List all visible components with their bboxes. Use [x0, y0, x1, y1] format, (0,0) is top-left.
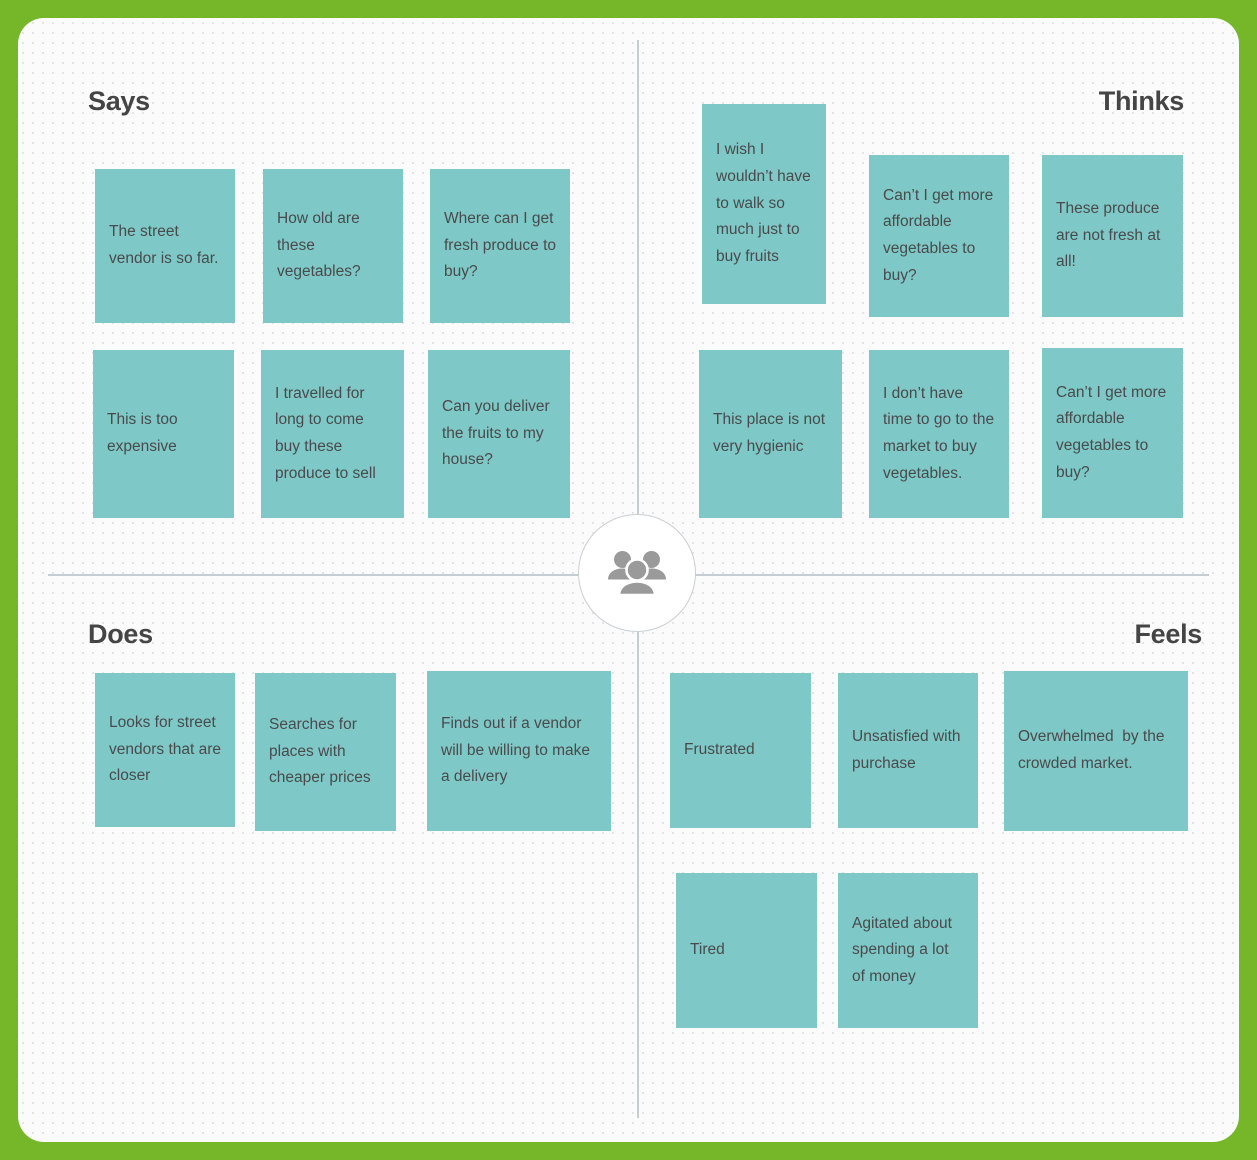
note-thinks-6[interactable]: Can’t I get more affordable vegetables t… [1042, 348, 1183, 518]
note-feels-1[interactable]: Frustrated [670, 673, 811, 828]
note-says-2[interactable]: How old are these vegetables? [263, 169, 403, 323]
note-does-2[interactable]: Searches for places with cheaper prices [255, 673, 396, 831]
quadrant-title-thinks: Thinks [1098, 86, 1185, 116]
note-thinks-3[interactable]: These produce are not fresh at all! [1042, 155, 1183, 317]
note-feels-5[interactable]: Agitated about spending a lot of money [838, 873, 978, 1028]
note-says-3[interactable]: Where can I get fresh produce to buy? [430, 169, 570, 323]
note-does-3[interactable]: Finds out if a vendor will be willing to… [427, 671, 611, 831]
note-thinks-2[interactable]: Can’t I get more affordable vegetables t… [869, 155, 1009, 317]
persona-badge[interactable] [578, 514, 696, 632]
note-does-1[interactable]: Looks for street vendors that are closer [95, 673, 235, 827]
note-feels-2[interactable]: Unsatisfied with purchase [838, 673, 978, 828]
note-says-6[interactable]: Can you deliver the fruits to my house? [428, 350, 570, 518]
note-says-5[interactable]: I travelled for long to come buy these p… [261, 350, 404, 518]
quadrant-title-feels: Feels [1134, 619, 1202, 649]
quadrant-title-does: Does [88, 619, 153, 649]
empathy-map-board: Says The street vendor is so far. How ol… [18, 18, 1239, 1142]
note-feels-4[interactable]: Tired [676, 873, 817, 1028]
group-of-people-icon [606, 548, 668, 598]
note-thinks-5[interactable]: I don’t have time to go to the market to… [869, 350, 1009, 518]
note-says-4[interactable]: This is too expensive [93, 350, 234, 518]
quadrant-title-says: Says [88, 86, 150, 116]
note-says-1[interactable]: The street vendor is so far. [95, 169, 235, 323]
note-thinks-1[interactable]: I wish I wouldn’t have to walk so much j… [702, 104, 826, 304]
note-thinks-4[interactable]: This place is not very hygienic [699, 350, 842, 518]
note-feels-3[interactable]: Overwhelmed by the crowded market. [1004, 671, 1188, 831]
